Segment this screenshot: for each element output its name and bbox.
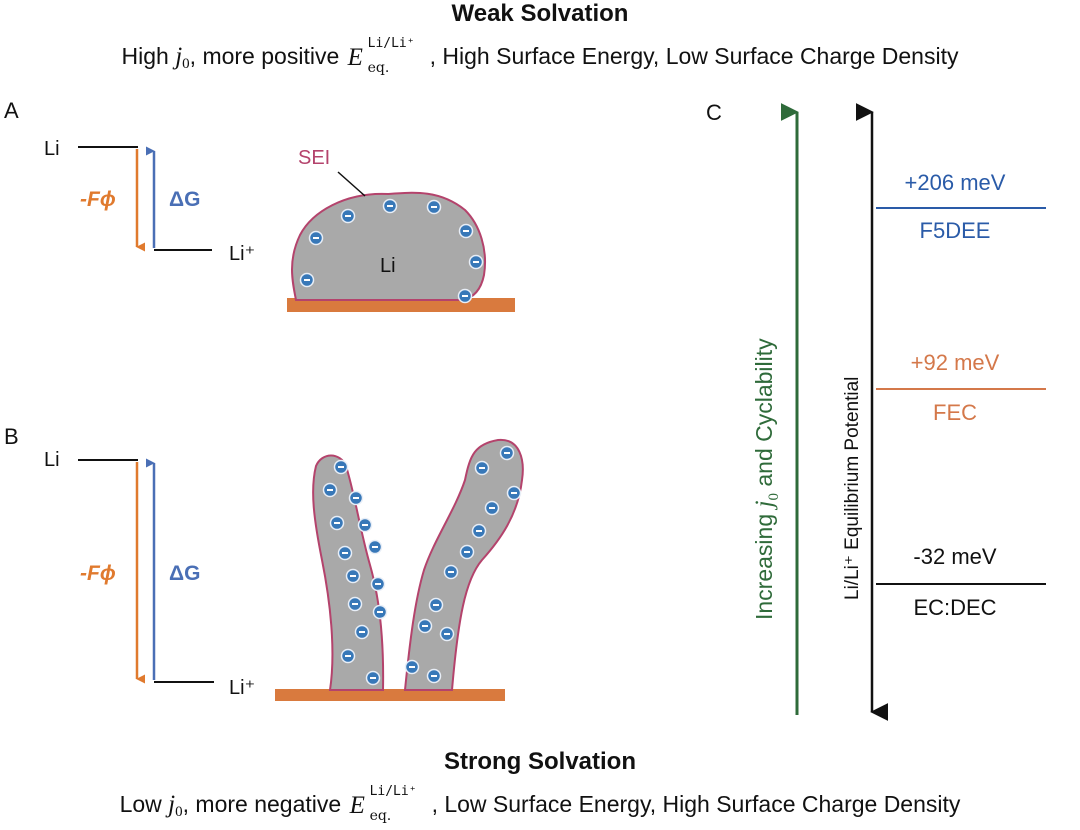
anion-icon (348, 490, 364, 506)
delta-g-label: ΔG (169, 562, 200, 585)
potential-axis-label: Li/Li⁺ Equilibrium Potential (842, 377, 863, 600)
anion-icon (345, 568, 361, 584)
panel-label-b: B (4, 424, 19, 449)
anion-icon (340, 648, 356, 664)
right-dendrite (403, 438, 524, 691)
li-plus-label: Li⁺ (229, 677, 255, 699)
li-label: Li (44, 449, 60, 471)
anion-icon (457, 288, 473, 304)
anion-icon (426, 199, 442, 215)
weak-solvation-title: Weak Solvation (451, 0, 629, 27)
panel-c-potential-scale: Li/Li⁺ Equilibrium Potential Increasing … (751, 103, 1046, 721)
ecdec-solvent-label: EC:DEC (913, 595, 997, 620)
sei-label: SEI (298, 147, 330, 169)
sei-pointer-line (337, 171, 366, 197)
increasing-j0-label: Increasing j0 and Cyclability (751, 338, 782, 620)
f5dee-solvent-label: F5DEE (919, 218, 991, 243)
f-phi-label: -Fϕ (80, 562, 116, 585)
substrate (275, 689, 505, 701)
anion-icon (428, 597, 444, 613)
anion-icon (506, 485, 522, 501)
anion-icon (347, 596, 363, 612)
ecdec-potential-value: -32 meV (913, 544, 997, 569)
anion-icon (474, 460, 490, 476)
anion-icon (458, 223, 474, 239)
anion-icon (299, 272, 315, 288)
f-phi-label: -Fϕ (80, 188, 116, 211)
li-metal-blob (291, 191, 486, 301)
anion-icon (439, 626, 455, 642)
anion-icon (329, 515, 345, 531)
anion-icon (357, 517, 373, 533)
anion-icon (322, 482, 338, 498)
panel-label-c: C (706, 100, 722, 125)
fec-potential-value: +92 meV (910, 350, 1000, 375)
panel-label-a: A (4, 98, 19, 123)
surface-anions (299, 198, 484, 304)
anion-icon (404, 659, 420, 675)
fec-solvent-label: FEC (933, 400, 977, 425)
substrate (287, 298, 515, 312)
anion-icon (372, 604, 388, 620)
anion-icon (459, 544, 475, 560)
strong-solvation-title: Strong Solvation (444, 748, 636, 775)
panel-b-energy-diagram: Li Li⁺ -Fϕ ΔG (44, 449, 255, 699)
anion-icon (468, 254, 484, 270)
li-label: Li (44, 138, 60, 160)
anion-icon (340, 208, 356, 224)
panel-a-li-deposit: SEI Li (287, 147, 515, 312)
anion-icon (308, 230, 324, 246)
anion-icon (499, 445, 515, 461)
anion-icon (443, 564, 459, 580)
li-plus-label: Li⁺ (229, 243, 255, 265)
anion-icon (354, 624, 370, 640)
anion-icon (417, 618, 433, 634)
anion-icon (484, 500, 500, 516)
surface-anions (322, 445, 522, 686)
anion-icon (370, 576, 386, 592)
anion-icon (426, 668, 442, 684)
anion-icon (333, 459, 349, 475)
anion-icon (365, 670, 381, 686)
anion-icon (382, 198, 398, 214)
anion-icon (471, 523, 487, 539)
f5dee-potential-value: +206 meV (904, 170, 1006, 195)
panel-b-li-dendrites (275, 438, 524, 701)
anion-icon (337, 545, 353, 561)
panel-a-energy-diagram: Li Li⁺ -Fϕ ΔG (44, 138, 255, 265)
anion-icon (367, 539, 383, 555)
delta-g-label: ΔG (169, 188, 200, 211)
li-metal-label: Li (380, 255, 396, 277)
